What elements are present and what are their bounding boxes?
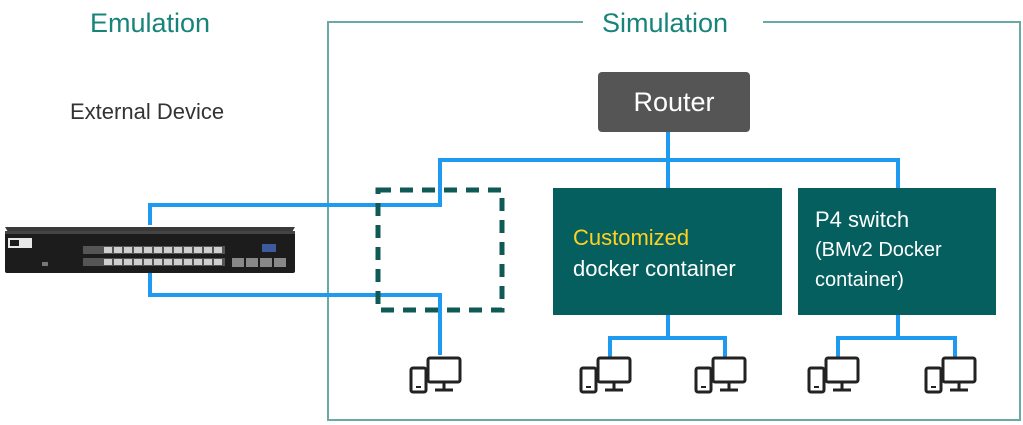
emulated-node-dashed-box <box>375 187 505 313</box>
link-switch-to-emulated-device <box>148 270 442 355</box>
link-custom-device-right <box>668 336 727 358</box>
p4-switch-sublabel-2: container) <box>815 269 904 291</box>
link-p4-device-right <box>898 336 957 358</box>
network-switch-icon <box>5 227 295 273</box>
custom-container-label: docker container <box>573 256 736 281</box>
link-custom-to-devices <box>608 315 670 358</box>
tablet-monitor-icon <box>807 356 860 394</box>
network-links <box>148 132 957 358</box>
link-router-to-p4 <box>668 158 900 188</box>
external-device-label: External Device <box>70 99 225 124</box>
router-label: Router <box>633 87 715 117</box>
tablet-monitor-icon <box>694 356 747 394</box>
simulation-title: Simulation <box>602 8 729 38</box>
link-p4-to-devices <box>836 315 900 358</box>
custom-container-highlight: Customized <box>573 225 690 250</box>
p4-switch-label: P4 switch <box>815 207 910 232</box>
emulation-title: Emulation <box>90 8 211 38</box>
simulation-frame <box>327 21 1021 421</box>
p4-switch-box <box>798 188 996 315</box>
p4-switch-sublabel-1: (BMv2 Docker <box>815 239 942 261</box>
router-box <box>598 72 750 132</box>
link-switch-to-router <box>148 132 670 225</box>
custom-container-box <box>553 188 782 315</box>
tablet-monitor-icon <box>409 356 462 394</box>
tablet-monitor-icon <box>579 356 632 394</box>
tablet-monitor-icon <box>924 356 977 394</box>
